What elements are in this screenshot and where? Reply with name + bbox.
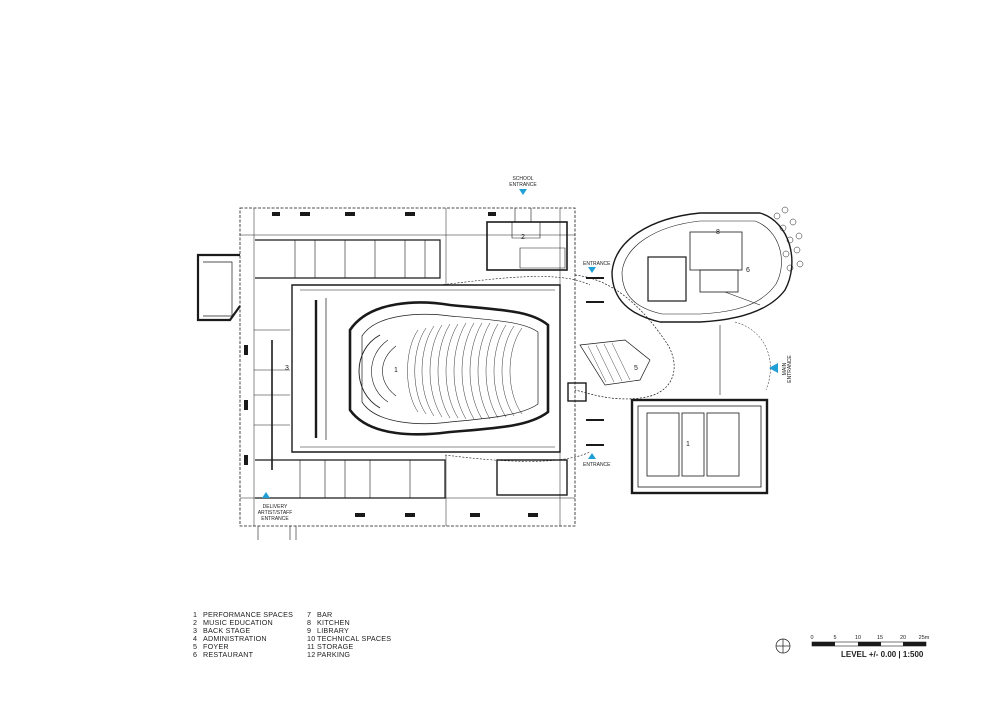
legend-number: 2 [193,618,198,628]
legend-number: 10 [307,634,316,644]
legend-number: 1 [193,610,198,619]
west-annex [196,253,241,322]
legend-column-1: 1 PERFORMANCE SPACES 2 MUSIC EDUCATION 3 BA… [193,610,294,660]
entrance-bottom-arrow-icon [588,453,596,459]
legend-number: 5 [193,642,198,652]
main-entrance-label-1: MAIN [782,362,788,375]
entrance-top-arrow-icon [588,267,596,273]
legend-item: 6 RESTAURANT [193,651,293,659]
entrance-top-label: ENTRANCE [583,261,611,267]
legend-number: 9 [307,626,312,636]
room-number-back-stage: 3 [285,365,289,372]
legend-label: LIBRARY [317,626,350,636]
foyer-outline [574,274,675,400]
delivery-entrance-label-2: ARTIST/STAFF [258,510,293,516]
parking-box [630,398,769,495]
legend-item: 3 BACK STAGE [193,627,293,635]
north-arrow-icon [775,638,791,654]
legend-label: PERFORMANCE SPACES [203,610,294,619]
scale-tick-label: 25m [919,635,930,641]
legend-label: KITCHEN [317,618,350,628]
west-annex-inner [203,261,233,317]
restaurant-pod [611,212,793,323]
school-entrance-arrow-icon [519,189,527,195]
school-entrance-label-2: ENTRANCE [509,182,537,188]
room-number-music-education: 2 [521,234,525,241]
room-number-hall: 1 [394,367,398,374]
building-outline [239,207,576,527]
main-entrance-arrow-icon [769,363,778,373]
level-scale-title: LEVEL +/- 0.00 | 1:500 [841,650,924,659]
legend-item: 2 MUSIC EDUCATION [193,618,293,628]
legend-item: 4 ADMINISTRATION [193,635,293,643]
legend-number: 4 [193,634,198,644]
delivery-entrance-arrow-icon [262,492,270,498]
legend-label: PARKING [317,650,351,660]
room-number-parking: 1 [686,441,690,448]
legend-item: 9 LIBRARY [307,627,391,635]
legend-number: 6 [193,650,198,660]
legend-item: 1 PERFORMANCE SPACES [193,610,294,619]
music-education-room [486,221,568,271]
delivery-entrance-label-3: ENTRANCE [261,516,289,522]
legend-label: BAR [317,610,333,619]
legend-label: TECHNICAL SPACES [317,634,392,644]
legend-label: FOYER [203,642,229,652]
legend-number: 3 [193,626,198,636]
legend-item: 7 BAR [307,610,391,619]
room-number-restaurant: 6 [746,267,750,274]
scale-tick-label: 10 [855,635,861,641]
concert-hall-wall [348,301,550,436]
legend-label: BACK STAGE [203,626,251,636]
delivery-entrance-label-1: DELIVERY [263,504,288,510]
legend-number: 12 [307,650,316,660]
scale-tick-label: 0 [810,635,813,641]
legend-label: MUSIC EDUCATION [203,618,273,628]
room-number-foyer: 5 [634,365,638,372]
scale-tick-label: 5 [833,635,836,641]
legend-item: 8 KITCHEN [307,618,391,628]
scale-tick-label: 20 [900,635,906,641]
legend-label: RESTAURANT [203,650,254,660]
auditorium-box [291,284,561,453]
legend-number: 7 [307,610,312,619]
school-entrance-label-1: SCHOOL [512,176,533,182]
legend-number: 11 [307,642,315,652]
scale-tick-label: 15 [877,635,883,641]
legend-number: 8 [307,618,312,628]
entrance-bottom-label: ENTRANCE [583,462,611,468]
legend-label: ADMINISTRATION [203,634,267,644]
legend-label: STORAGE [317,642,354,652]
legend-item: 5 FOYER [193,643,293,651]
main-entrance-label-2: ENTRANCE [787,355,793,383]
room-number-kitchen: 8 [716,229,720,236]
scale-bar [811,641,927,647]
